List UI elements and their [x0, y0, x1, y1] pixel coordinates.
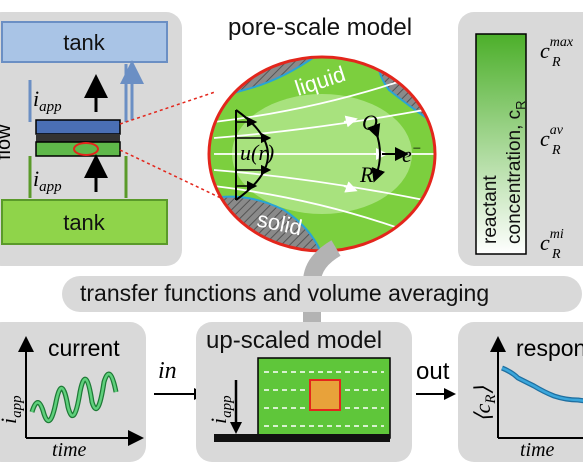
concentration-axis-label-line1: reactant [480, 175, 501, 244]
out-label: out [416, 358, 450, 385]
upscaled-title: up-scaled model [206, 327, 383, 354]
current-bottom-label: iapp [33, 166, 62, 195]
cell-membrane [36, 134, 120, 142]
pore-scale-title: pore-scale model [228, 14, 413, 41]
response-plot: respon ⟨cR⟩ time [470, 335, 583, 461]
current-top-label: iapp [33, 86, 62, 115]
cell-layer-bottom [35, 141, 121, 157]
oxidant-label: O [362, 110, 378, 135]
tank-bottom [1, 199, 168, 245]
flow-cell-diagram: tank tank iapp iapp flow [0, 21, 168, 245]
pore-scale-diagram: liquid solid u(r) O R e− [207, 55, 437, 253]
upscaled-diagram: iapp [206, 357, 391, 442]
banner-text: transfer functions and volume averaging [80, 280, 490, 306]
tank-top-label: tank [63, 30, 106, 55]
tank-bottom-label: tank [63, 210, 106, 235]
current-panel-ylabel: iapp [0, 395, 25, 424]
response-panel-title: respon [516, 335, 583, 361]
electrode-bar [214, 434, 390, 442]
cell-layer-top [35, 119, 121, 135]
current-panel-title: current [48, 335, 120, 361]
electron-label: e− [402, 141, 422, 167]
concentration-axis-label-line2: concentration, cR [504, 100, 528, 244]
current-panel: current iapp time [0, 322, 146, 462]
rev-highlight [309, 379, 341, 411]
flow-label: flow [0, 124, 15, 160]
current-panel-xlabel: time [52, 439, 87, 461]
reductant-label: R [359, 162, 374, 187]
velocity-label: u(r) [240, 140, 274, 165]
response-panel: respon ⟨cR⟩ time [458, 322, 583, 462]
current-plot: current iapp time [0, 335, 144, 461]
concentration-bar [475, 33, 527, 255]
out-arrow [416, 388, 456, 400]
response-panel-xlabel: time [520, 439, 555, 461]
in-label: in [158, 358, 177, 384]
flow-cell-panel: tank tank iapp iapp flow [0, 12, 182, 266]
banner [62, 276, 582, 312]
upscaled-current-label: iapp [206, 395, 235, 424]
tank-top [1, 21, 168, 63]
response-panel-ylabel: ⟨cR⟩ [470, 385, 499, 422]
